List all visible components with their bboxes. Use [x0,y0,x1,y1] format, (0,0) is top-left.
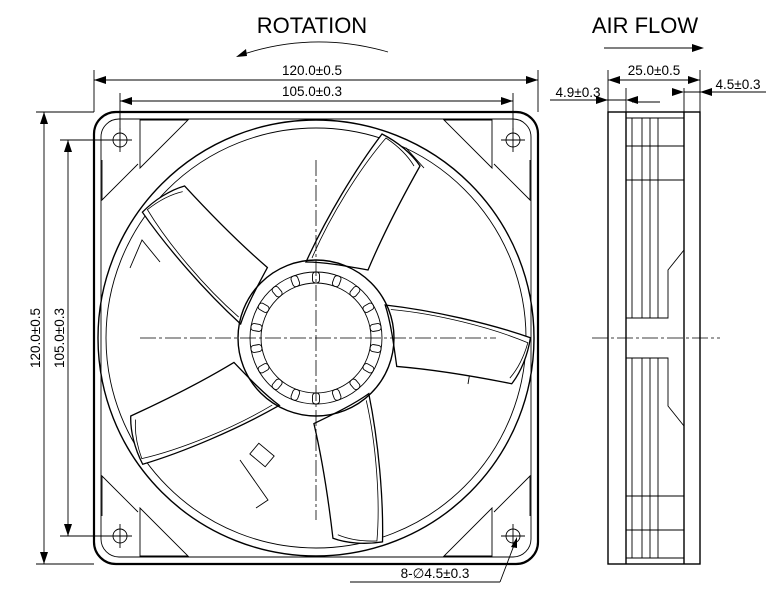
impeller-blade [304,133,421,271]
hub-slot [349,378,361,391]
side-lower-ribs [626,357,685,559]
frame-corner-pockets [101,119,531,557]
hub-vent-slots [250,271,382,405]
fan-front-view [92,110,540,566]
impeller-blade [130,361,281,466]
hub-slot [271,285,283,298]
venturi-ring-outer [97,119,535,557]
dimension-right-flange [672,88,766,112]
hub-slot [257,363,270,374]
fan-side-view [592,111,720,565]
dim-right-flange-label: 4.5±0.3 [716,77,761,92]
hub-slot [369,344,382,353]
dimension-height-outer [36,111,94,565]
hub-slot [331,275,342,288]
impeller-blade [384,304,532,385]
rotation-title: ROTATION [257,13,367,38]
dimension-left-flange [550,88,660,112]
impeller-blades [130,133,532,544]
mounting-holes [108,128,525,548]
hub-slot [349,285,361,298]
hub-slot [257,302,270,313]
air-flow-title: AIR FLOW [592,13,699,38]
impeller-blade [141,185,269,326]
hub-slot [271,378,283,391]
dimension-width-outer [93,70,539,112]
dim-holes-label: 8-∅4.5±0.3 [401,566,470,581]
dim-left-flange-label: 4.9±0.3 [556,85,601,100]
hub-slot [250,323,263,332]
dim-width-outer-label: 120.0±0.5 [282,63,342,78]
dim-width-holes-label: 105.0±0.3 [282,84,342,99]
hub-slot [362,302,375,313]
impeller-blade [313,392,384,544]
hub-slot [290,388,301,401]
fan-frame-outer [92,110,540,566]
hub-slot [250,344,263,353]
dim-height-outer-label: 120.0±0.5 [28,308,43,368]
dim-depth-label: 25.0±0.5 [628,63,680,78]
air-flow-arrow [604,44,704,52]
side-upper-ribs [626,117,685,319]
dim-height-holes-label: 105.0±0.3 [52,308,67,368]
hub-slot [331,388,342,401]
rotation-arrow [236,41,389,57]
dimension-height-holes [60,139,116,537]
hub-slot [369,323,382,332]
hub-slot [290,275,301,288]
dimension-depth [607,70,701,112]
hub-slot [362,363,375,374]
